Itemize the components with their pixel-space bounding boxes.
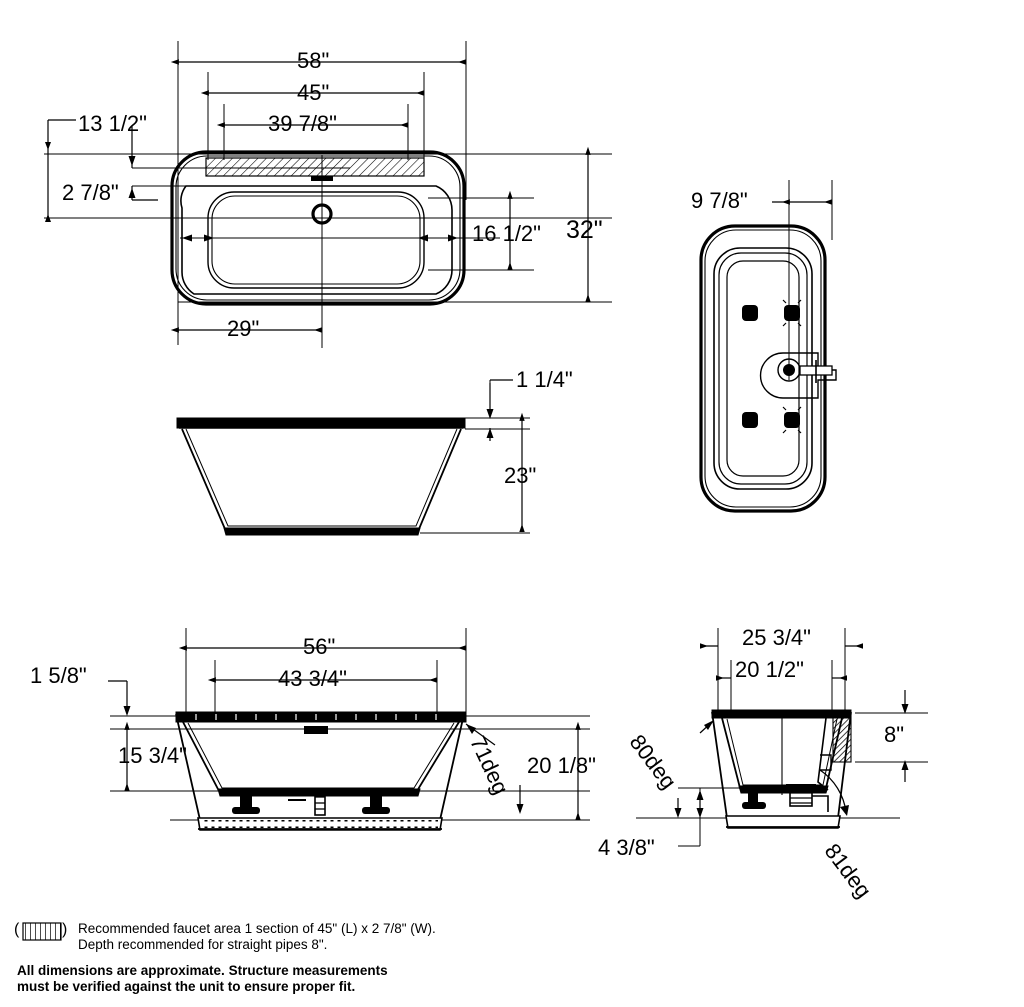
disclaimer-line-2: must be verified against the unit to ens… <box>17 979 356 994</box>
side-view-dimension-lines <box>486 379 525 532</box>
dim-label-39-7-8: 39 7/8" <box>268 111 337 136</box>
front-section-plumbing <box>232 788 390 816</box>
dim-label-56: 56" <box>303 634 336 659</box>
front-section-view <box>108 628 590 831</box>
legend-note-line-1: Recommended faucet area 1 section of 45"… <box>78 921 436 936</box>
legend-paren-left: ( <box>14 921 20 938</box>
dim-label-20-1-2: 20 1/2" <box>735 657 804 682</box>
dim-label-1-5-8: 1 5/8" <box>30 663 87 688</box>
dim-label-58: 58" <box>297 48 330 73</box>
top-view-tub-outline <box>170 150 466 306</box>
legend-note: Recommended faucet area 1 section of 45"… <box>78 921 436 953</box>
dim-label-20-1-8: 20 1/8" <box>527 753 596 778</box>
dim-label-2-7-8: 2 7/8" <box>62 180 119 205</box>
front-section-dimension-lines <box>108 645 581 820</box>
dim-label-4-3-8: 4 3/8" <box>598 835 655 860</box>
top-view-dimension-lines <box>45 59 591 333</box>
legend-hatch-icon <box>22 922 62 941</box>
end-section-outline <box>711 709 852 829</box>
top-view-extension-lines <box>44 41 612 348</box>
legend-note-line-2: Depth recommended for straight pipes 8". <box>78 937 328 952</box>
side-elevation-outline <box>176 417 466 536</box>
disclaimer-line-1: All dimensions are approximate. Structur… <box>17 963 388 978</box>
jet-nozzle-detail <box>782 299 802 434</box>
end-section-dimension-lines <box>674 643 909 818</box>
end-section-view <box>636 628 928 847</box>
dim-label-25-3-4: 25 3/4" <box>742 625 811 650</box>
dim-label-29: 29" <box>227 316 260 341</box>
dim-label-43-3-4: 43 3/4" <box>278 666 347 691</box>
dim-label-45: 45" <box>297 80 330 105</box>
disclaimer-note: All dimensions are approximate. Structur… <box>17 963 388 995</box>
end-section-plumbing <box>742 784 829 812</box>
jet-nozzles <box>742 305 800 428</box>
faucet-area-hatch <box>205 157 425 177</box>
side-view-extension-lines <box>420 380 530 534</box>
drain-hole <box>311 203 333 225</box>
dim-label-15-3-4: 15 3/4" <box>118 743 187 768</box>
front-section-outline <box>175 711 467 831</box>
legend-paren-right: ) <box>62 921 68 938</box>
dim-label-13-1-2: 13 1/2" <box>78 111 147 136</box>
overflow-mark <box>311 176 333 181</box>
end-view-drain <box>759 352 837 399</box>
dim-label-1-1-4: 1 1/4" <box>516 367 573 392</box>
dim-label-8: 8" <box>884 722 905 747</box>
end-plan-view <box>699 180 837 513</box>
top-plan-view <box>44 41 612 348</box>
dim-label-23: 23" <box>504 463 537 488</box>
dim-label-9-7-8: 9 7/8" <box>691 188 748 213</box>
side-elevation-view <box>176 379 530 536</box>
end-view-extension-lines <box>788 180 833 380</box>
dim-label-32: 32" <box>566 216 603 244</box>
dim-label-16-1-2: 16 1/2" <box>472 221 541 246</box>
